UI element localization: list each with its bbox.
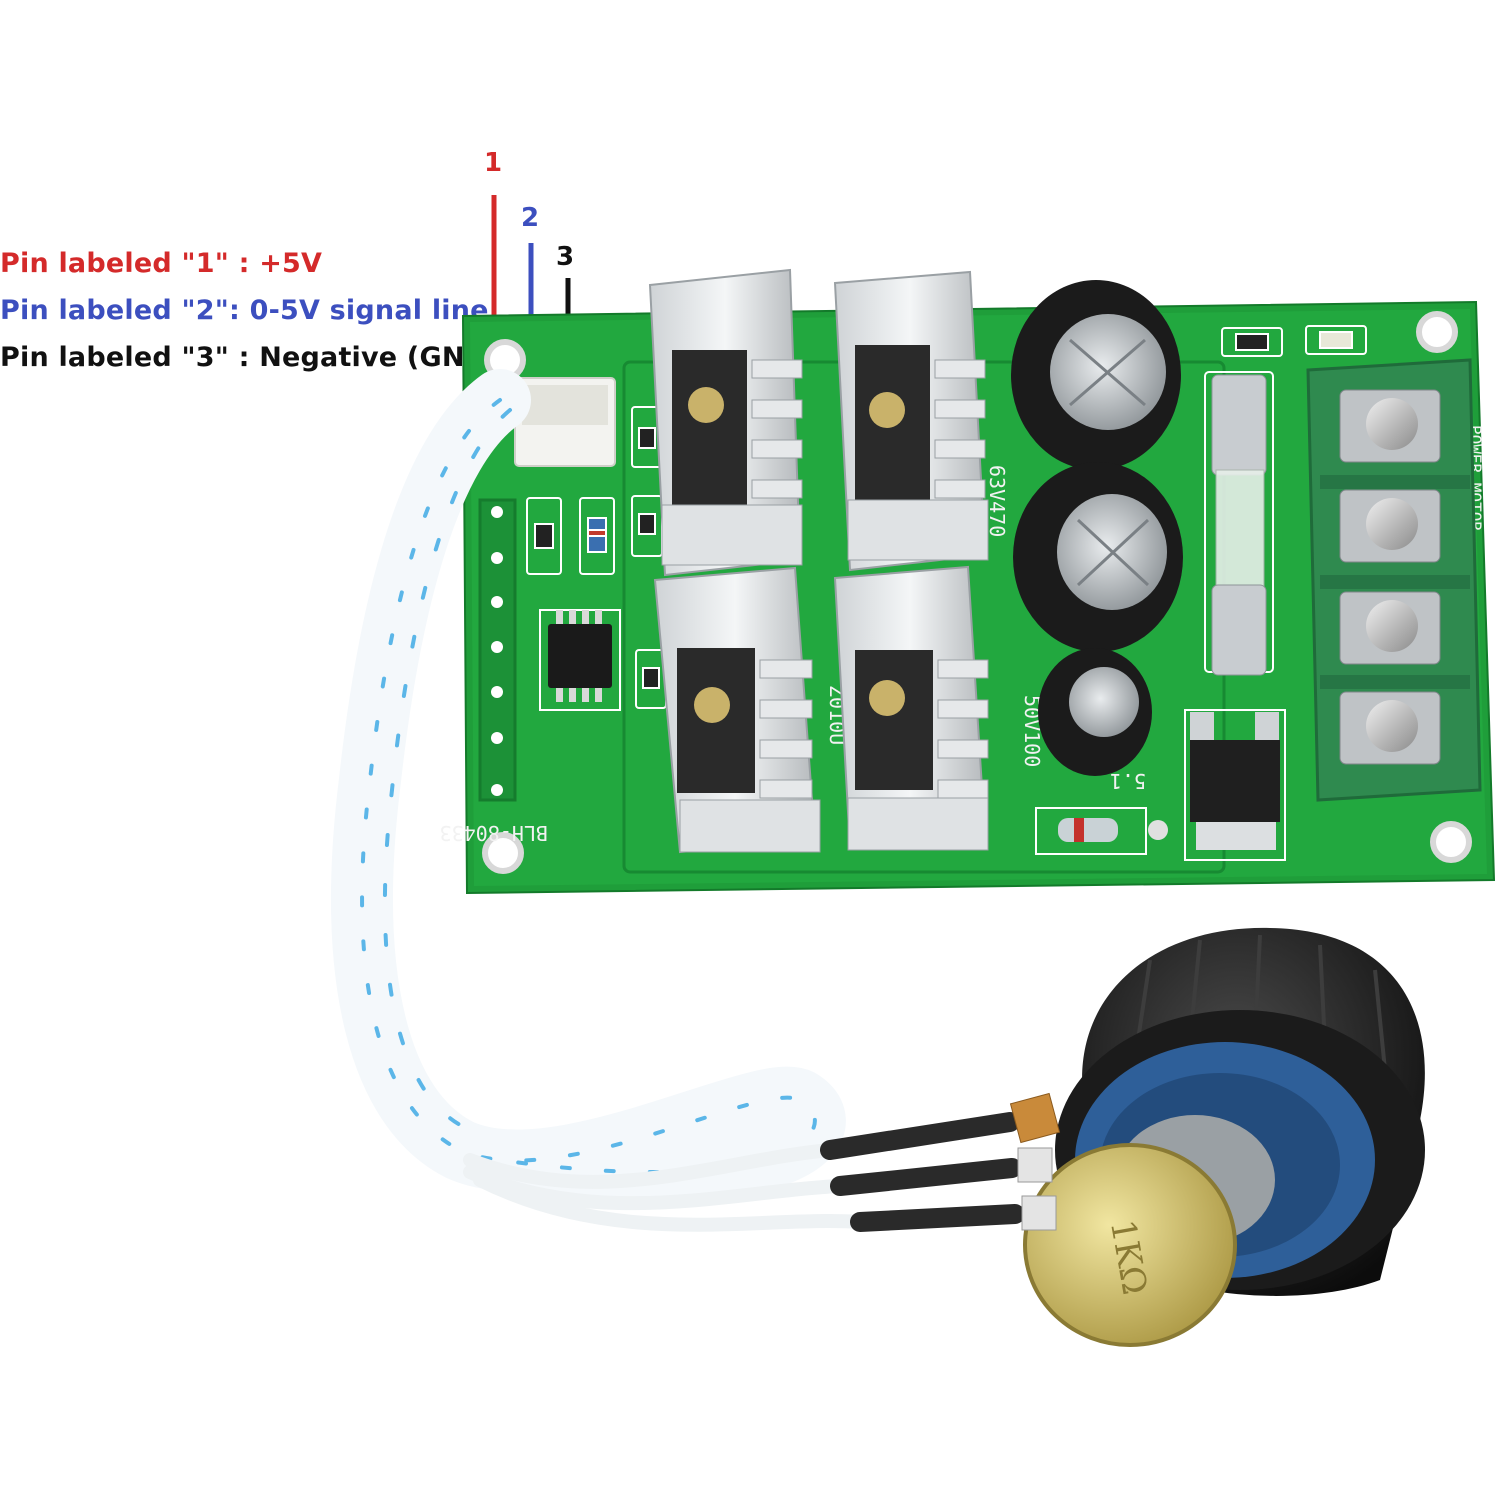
- potentiometer: 1KΩ: [1009, 927, 1425, 1347]
- fuse: [1204, 371, 1274, 676]
- pin2-number: 2: [521, 203, 540, 233]
- board-model-label: BLH-80433: [440, 821, 548, 845]
- capacitor-small: [1038, 648, 1152, 776]
- mount-hole: [1430, 821, 1472, 863]
- heatsink-bottom-left: [653, 566, 821, 854]
- ic-chip: [539, 609, 621, 711]
- pin1-legend: Pin labeled "1" : +5V: [0, 248, 323, 279]
- heatsink-top-right: [833, 270, 989, 572]
- resistor-label: 5.1: [1110, 769, 1146, 793]
- pin1-number: 1: [484, 148, 503, 178]
- mount-hole: [482, 832, 524, 874]
- mount-hole: [1416, 311, 1458, 353]
- signal-connector: [514, 377, 616, 467]
- terminal-screw: [1339, 389, 1441, 765]
- capacitor-large-bottom: [1013, 462, 1183, 652]
- heatsink-bottom-right: [833, 565, 989, 851]
- heatsink-top-left: [648, 268, 803, 577]
- diode: [1035, 807, 1168, 855]
- pin3-legend: Pin labeled "3" : Negative (GND): [0, 342, 500, 373]
- terminal-block: [1306, 358, 1482, 802]
- ribbon-cable: [331, 369, 846, 1203]
- cap-a-label: 63V470: [985, 465, 1009, 537]
- capacitor-large-top: [1011, 280, 1181, 470]
- pin2-legend: Pin labeled "2": 0-5V signal line: [0, 295, 489, 326]
- voltage-regulator: [1184, 709, 1286, 861]
- pin3-number: 3: [556, 242, 575, 272]
- pot-lead-wires: [463, 1112, 1025, 1232]
